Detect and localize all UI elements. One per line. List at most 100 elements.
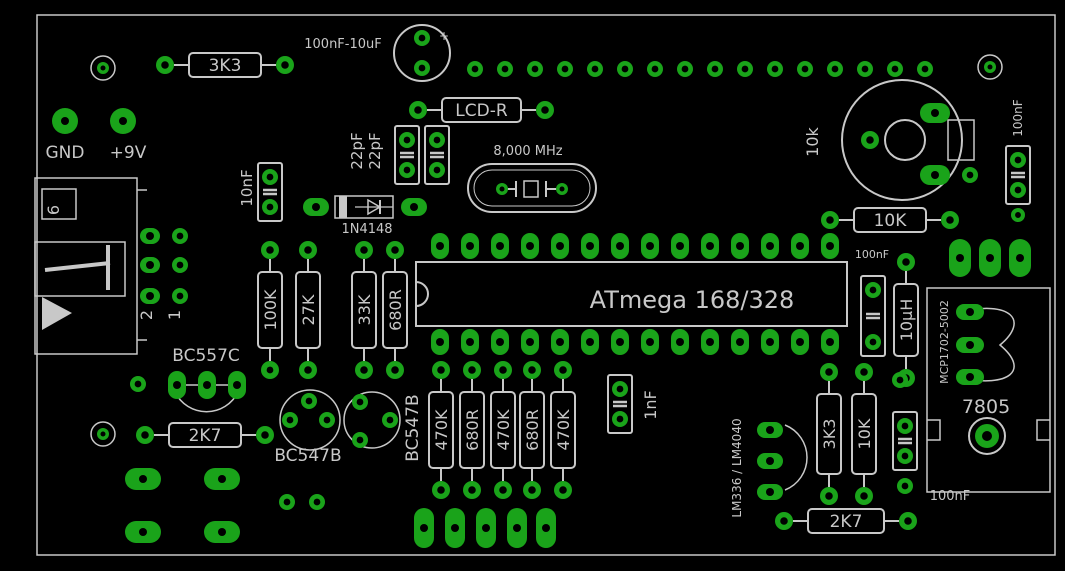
pad-bottom-left-2 — [204, 468, 240, 490]
header-pin-2 — [497, 61, 513, 77]
cap-1nf-pad-2 — [612, 411, 628, 427]
header-pin-3 — [527, 61, 543, 77]
resistor-33k-pad-2 — [355, 361, 373, 379]
resistor-470k-b-pad-1 — [494, 361, 512, 379]
resistor-680r-a-label: 680R — [386, 289, 405, 331]
v9-label: +9V — [110, 143, 147, 163]
connector-pad-b1 — [172, 228, 188, 244]
mcu-pin-top-11 — [731, 233, 749, 259]
bc547a-pin-1 — [301, 393, 317, 409]
mcu-chip — [415, 261, 848, 327]
header-pin-14 — [857, 61, 873, 77]
mcu-pin-bottom-11 — [731, 329, 749, 355]
mcu-pin-bottom-4 — [521, 329, 539, 355]
bc547a-pin-3 — [319, 412, 335, 428]
resistor-100k-pad-1 — [261, 241, 279, 259]
cap-1nf — [607, 374, 633, 434]
mounting-hole-bottom-left — [90, 421, 116, 447]
bc547a-pin-2 — [282, 412, 298, 428]
resistor-10k-right-pad-2 — [941, 211, 959, 229]
connector-pin-1-label: 1 — [165, 310, 184, 320]
mcu-pin-bottom-8 — [641, 329, 659, 355]
header-pin-6 — [617, 61, 633, 77]
resistor-3k3-bottom — [816, 381, 842, 487]
pad-bottom-left-3 — [125, 521, 161, 543]
resistor-10k-bottom-label: 10K — [855, 418, 874, 449]
resistor-680r-b — [459, 379, 485, 481]
cap-10nf-label: 10nF — [238, 169, 256, 206]
cap-100nf-mid — [860, 275, 886, 357]
inductor-10uh-label: 10µH — [897, 299, 916, 342]
regulator-7805 — [926, 287, 1051, 493]
resistor-27k-label: 27K — [299, 294, 318, 325]
mcu-pin-top-4 — [521, 233, 539, 259]
resistor-2k7-left — [154, 422, 256, 448]
cap-22pf-b-pad-1 — [429, 132, 445, 148]
vreg-small-pad-1 — [949, 239, 971, 277]
bc547b-pin-2 — [382, 412, 398, 428]
pot-pad-4 — [962, 167, 978, 183]
mcu-pin-bottom-13 — [791, 329, 809, 355]
bc557-pin-1 — [168, 371, 186, 399]
header-pin-7 — [647, 61, 663, 77]
resistor-10k-right-pad-1 — [821, 211, 839, 229]
cap-22pf-b — [424, 125, 450, 185]
bottom-header-pin-2 — [445, 508, 465, 548]
board-outline — [36, 14, 1056, 556]
transistor-bc547b-b — [343, 391, 401, 449]
cap-22pf-a-label: 22pF — [348, 132, 366, 169]
resistor-27k-pad-1 — [299, 241, 317, 259]
resistor-27k-pad-2 — [299, 361, 317, 379]
bottom-header-pin-5 — [536, 508, 556, 548]
connector-pad-b2 — [172, 257, 188, 273]
header-pin-13 — [827, 61, 843, 77]
connector-pad-a2 — [140, 257, 160, 273]
bottom-header-pin-1 — [414, 508, 434, 548]
resistor-lcd-r-label: LCD-R — [455, 101, 508, 121]
connector-pin-2-label: 2 — [137, 310, 156, 320]
trimmer-potentiometer — [841, 79, 975, 201]
cap-100nf-right — [1005, 145, 1031, 205]
mcu-pin-top-1 — [431, 233, 449, 259]
resistor-2k7-left-pad-1 — [136, 426, 154, 444]
resistor-2k7-left-label: 2K7 — [189, 426, 222, 446]
bc557-extra-pad — [130, 376, 146, 392]
vreg-small-pin-3 — [956, 369, 984, 385]
connector-pad-a3 — [140, 288, 160, 304]
mcu-pin-top-8 — [641, 233, 659, 259]
mcu-pin-top-2 — [461, 233, 479, 259]
mcu-pin-bottom-7 — [611, 329, 629, 355]
bottom-header-pin-4 — [507, 508, 527, 548]
mcu-pin-top-7 — [611, 233, 629, 259]
cap-22pf-a-pad-1 — [399, 132, 415, 148]
resistor-27k — [295, 259, 321, 361]
cap-100nf-bottom — [892, 411, 918, 471]
resistor-680r-a — [382, 259, 408, 361]
resistor-470k-a-label: 470K — [432, 409, 451, 451]
cap-22pf-a-pad-2 — [399, 162, 415, 178]
resistor-10k-right-label: 10K — [874, 211, 908, 231]
mcu-pin-top-13 — [791, 233, 809, 259]
resistor-680r-c — [519, 379, 545, 481]
header-pin-15 — [887, 61, 903, 77]
lm336-pin-2 — [757, 453, 783, 469]
bc547b-pin-1 — [352, 394, 368, 410]
resistor-lcd-r-pad-2 — [536, 101, 554, 119]
resistor-470k-b-pad-2 — [494, 481, 512, 499]
gnd-pad — [52, 108, 78, 134]
resistor-33k-label: 33K — [355, 294, 374, 325]
voltage-reference-lm336 — [784, 424, 808, 491]
connector-number-label: 6 — [44, 205, 63, 215]
header-pin-8 — [677, 61, 693, 77]
cap-1nf-pad-1 — [612, 381, 628, 397]
mcu-pin-bottom-12 — [761, 329, 779, 355]
bottom-header-pin-3 — [476, 508, 496, 548]
cap-22pf-b-label: 22pF — [366, 132, 384, 169]
lm336-pin-1 — [757, 422, 783, 438]
crystal-label: 8,000 MHz — [493, 144, 562, 159]
resistor-3k3-bottom-pad-2 — [820, 487, 838, 505]
crystal-oscillator — [467, 163, 597, 213]
pad-aux-2 — [892, 372, 908, 388]
resistor-3k3-bottom-pad-1 — [820, 363, 838, 381]
mcu-pin-top-12 — [761, 233, 779, 259]
